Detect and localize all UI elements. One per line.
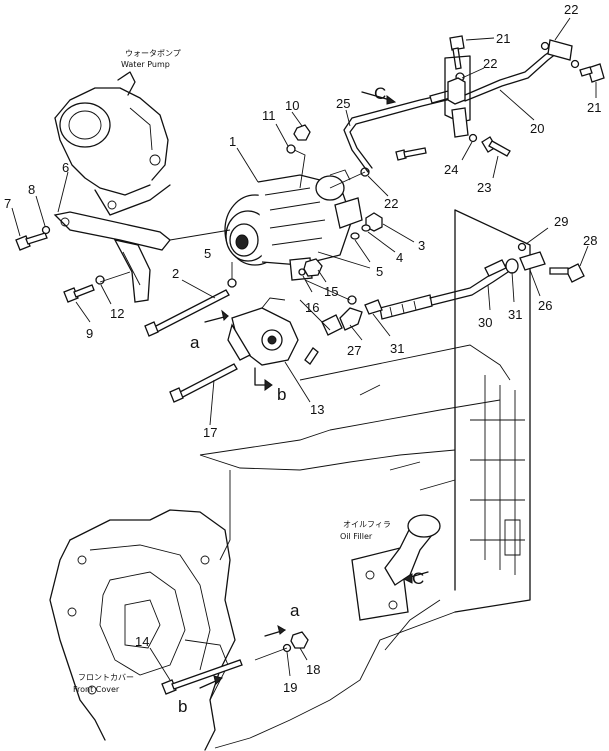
front-cover-label-en: Front Cover	[73, 685, 120, 694]
callout-7: 7	[4, 196, 11, 211]
oil-filler-label-en: Oil Filler	[340, 532, 373, 541]
ref-a-lower: a	[290, 601, 300, 620]
callout-27: 27	[347, 343, 361, 358]
callout-8: 8	[28, 182, 35, 197]
oil-filler-label-jp: オイルフィラ	[343, 520, 391, 529]
oil-pipe	[343, 39, 573, 173]
callout-4: 4	[396, 250, 403, 265]
front-cover	[49, 509, 236, 751]
callout-17: 17	[203, 425, 217, 440]
callout-5a: 5	[204, 246, 211, 261]
callout-25: 25	[336, 96, 350, 111]
callouts: 1 2 3 4 5 5 6 7 8 9 10 11 12 13 14 15 16…	[4, 2, 601, 695]
callout-31a: 31	[508, 307, 522, 322]
bolt-extra	[304, 147, 427, 365]
nuts-washers	[41, 41, 580, 653]
callout-23: 23	[477, 180, 491, 195]
callout-24: 24	[444, 162, 458, 177]
callout-18: 18	[306, 662, 320, 677]
assembly-lines	[99, 171, 366, 661]
callout-31b: 31	[390, 341, 404, 356]
link-bracket	[227, 297, 299, 366]
drain-hose	[321, 251, 546, 336]
callout-15: 15	[324, 284, 338, 299]
bolt-9	[63, 284, 95, 303]
alternator	[224, 147, 363, 281]
ref-c-upper: C	[374, 84, 386, 103]
water-pump-label-en: Water Pump	[121, 60, 170, 69]
water-pump	[54, 71, 171, 216]
oil-filler	[351, 514, 441, 621]
callout-26: 26	[538, 298, 552, 313]
callout-11: 11	[262, 108, 276, 123]
engine-block	[199, 209, 531, 749]
callout-21b: 21	[587, 100, 601, 115]
callout-3: 3	[418, 238, 425, 253]
callout-13: 13	[310, 402, 324, 417]
callout-2: 2	[172, 266, 179, 281]
ref-c-lower: C	[412, 569, 424, 588]
bolt-7	[15, 232, 48, 251]
callout-22b: 22	[483, 56, 497, 71]
callout-10: 10	[285, 98, 299, 113]
bolt-14	[161, 659, 243, 695]
callout-30: 30	[478, 315, 492, 330]
callout-16: 16	[305, 300, 319, 315]
front-cover-label-jp: フロントカバー	[78, 673, 134, 682]
bolt-2	[144, 289, 230, 337]
reference-arrows	[199, 91, 429, 689]
water-pump-label-jp: ウォータポンプ	[125, 49, 181, 58]
ref-b-lower: b	[178, 697, 187, 716]
callout-19: 19	[283, 680, 297, 695]
bolt-28	[549, 263, 585, 283]
callout-14: 14	[135, 634, 149, 649]
ref-a-upper: a	[190, 333, 200, 352]
callout-29: 29	[554, 214, 568, 229]
callout-20: 20	[530, 121, 544, 136]
callout-9: 9	[86, 326, 93, 341]
bolt-17	[169, 363, 238, 403]
bolt-21-top	[449, 35, 465, 70]
callout-6: 6	[62, 160, 69, 175]
callout-28: 28	[583, 233, 597, 248]
ref-b-upper: b	[277, 385, 286, 404]
callout-22c: 22	[384, 196, 398, 211]
adjust-bracket	[53, 211, 171, 303]
callout-1: 1	[229, 134, 236, 149]
bolt-21-right	[579, 63, 605, 83]
callout-12: 12	[110, 306, 124, 321]
callout-5b: 5	[376, 264, 383, 279]
callout-21a: 21	[496, 31, 510, 46]
callout-22a: 22	[564, 2, 578, 17]
bolt-23	[481, 136, 511, 157]
